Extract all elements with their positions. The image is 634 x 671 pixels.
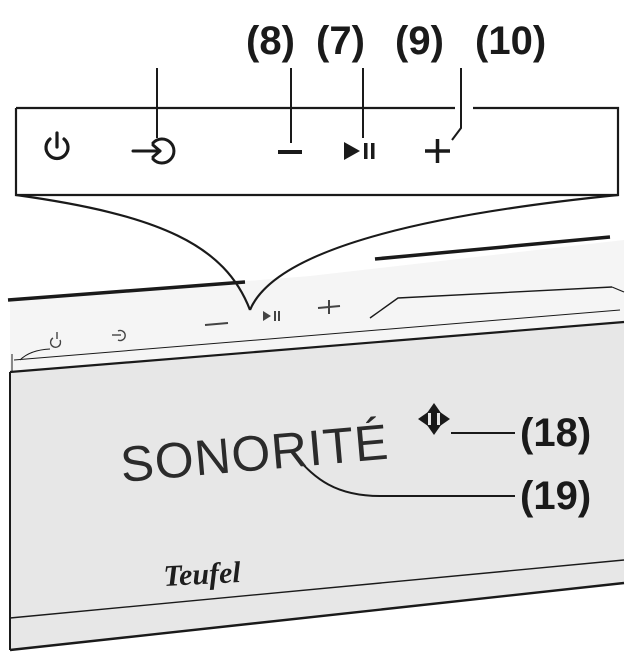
source-input-icon bbox=[131, 137, 176, 165]
four-way-arrow-icon[interactable] bbox=[418, 403, 450, 435]
top-surface bbox=[10, 240, 624, 372]
volume-up-button[interactable] bbox=[425, 139, 450, 163]
callout-display: (19) bbox=[520, 474, 591, 518]
small-minus-icon bbox=[204, 322, 229, 326]
volume-down-button[interactable] bbox=[278, 150, 302, 154]
callout-volume-up-a: (9) bbox=[395, 19, 444, 63]
minus-icon bbox=[278, 150, 302, 154]
device-outline bbox=[7, 235, 625, 652]
leader-lines bbox=[156, 68, 515, 497]
play-pause-button[interactable] bbox=[344, 142, 375, 160]
zoom-callout-box bbox=[14, 106, 620, 311]
front-panel bbox=[10, 322, 624, 650]
power-icon bbox=[44, 131, 70, 161]
device-top-buttons bbox=[49, 300, 341, 348]
small-power-icon bbox=[49, 332, 62, 348]
small-play-pause-icon bbox=[263, 311, 280, 321]
callout-nav-control: (18) bbox=[520, 411, 591, 455]
callout-play-pause: (7) bbox=[316, 19, 365, 63]
small-plus-icon bbox=[317, 300, 341, 314]
source-button[interactable] bbox=[131, 137, 176, 165]
teufel-logo: Teufel bbox=[163, 556, 242, 593]
plus-icon bbox=[425, 139, 450, 163]
small-source-icon bbox=[112, 329, 126, 342]
callout-volume-up-b: (10) bbox=[475, 19, 546, 63]
callout-volume-down: (8) bbox=[246, 19, 295, 63]
play-pause-icon bbox=[344, 142, 375, 160]
power-button[interactable] bbox=[44, 131, 70, 161]
